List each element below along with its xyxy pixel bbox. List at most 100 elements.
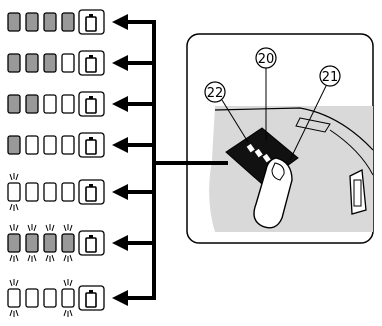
flash-ray	[15, 224, 19, 232]
battery-icon	[85, 237, 97, 253]
flash-ray	[15, 254, 19, 262]
flash-ray	[15, 309, 19, 317]
arrow-head	[112, 184, 128, 200]
indicator-led	[7, 233, 21, 253]
indicator-led	[61, 182, 75, 202]
battery-icon-terminal	[89, 290, 93, 293]
arrow-head	[112, 55, 128, 71]
flash-ray	[15, 203, 19, 211]
arrow-bus	[112, 14, 156, 306]
indicator-led	[25, 135, 39, 155]
callout-21-label: 21	[322, 70, 339, 85]
flash-ray	[33, 224, 37, 232]
indicator-led	[61, 288, 75, 308]
battery-icon-terminal	[89, 235, 93, 238]
battery-row	[7, 279, 105, 317]
callout-22-label: 22	[207, 86, 224, 101]
indicator-led	[43, 53, 57, 73]
flash-ray	[33, 254, 37, 262]
flash-ray	[45, 224, 49, 232]
indicator-led	[7, 94, 21, 114]
battery-row	[7, 224, 105, 262]
indicator-led	[43, 12, 57, 32]
indicator-led	[61, 135, 75, 155]
indicator-led	[7, 135, 21, 155]
indicator-led	[25, 182, 39, 202]
battery-icon-terminal	[89, 55, 93, 58]
battery-icon	[85, 292, 97, 308]
indicator-led	[43, 288, 57, 308]
callout-21-circle	[319, 65, 341, 87]
indicator-led	[61, 233, 75, 253]
flash-ray	[51, 254, 55, 262]
arrow-head	[112, 96, 128, 112]
indicator-led	[7, 53, 21, 73]
battery-row	[7, 50, 105, 76]
flash-ray	[69, 309, 73, 317]
battery-row	[7, 132, 105, 158]
battery-icon	[85, 16, 97, 32]
battery-row	[7, 91, 105, 117]
callout-22-circle	[204, 81, 226, 103]
indicator-led	[25, 53, 39, 73]
battery-icon-terminal	[89, 184, 93, 187]
battery-icon-terminal	[89, 96, 93, 99]
flash-ray	[63, 254, 67, 262]
indicator-led	[7, 288, 21, 308]
indicator-led	[25, 12, 39, 32]
indicator-led	[43, 182, 57, 202]
flash-ray	[63, 279, 67, 287]
flash-ray	[9, 173, 13, 181]
indicator-led	[7, 12, 21, 32]
camera-body	[209, 106, 373, 232]
flash-ray	[51, 224, 55, 232]
eyecup-window	[353, 179, 362, 207]
arrow-head	[112, 235, 128, 251]
indicator-led	[25, 94, 39, 114]
indicator-led	[61, 94, 75, 114]
indicator-led	[43, 94, 57, 114]
indicator-led	[61, 53, 75, 73]
battery-icon	[85, 57, 97, 73]
arrow-head	[112, 14, 128, 30]
flash-ray	[9, 309, 13, 317]
battery-icon-terminal	[89, 14, 93, 17]
arrow-head	[112, 137, 128, 153]
battery-level-rows	[7, 9, 105, 317]
flash-ray	[9, 224, 13, 232]
fingernail	[271, 162, 285, 181]
flash-ray	[15, 279, 19, 287]
indicator-led	[25, 233, 39, 253]
flash-ray	[69, 224, 73, 232]
battery-icon	[85, 186, 97, 202]
flash-ray	[69, 254, 73, 262]
flash-ray	[15, 173, 19, 181]
indicator-led	[25, 288, 39, 308]
flash-ray	[9, 279, 13, 287]
battery-row	[7, 9, 105, 35]
callout-20-label: 20	[258, 52, 275, 67]
callout-22-leader	[221, 99, 249, 143]
camera-top-edge	[214, 107, 374, 151]
indicator-led	[43, 233, 57, 253]
indicator-led	[43, 135, 57, 155]
battery-icon	[85, 98, 97, 114]
flash-ray	[9, 254, 13, 262]
indicator-led	[7, 182, 21, 202]
arrow-head	[112, 290, 128, 306]
camera-detail-inset: 20 21 22	[186, 33, 374, 244]
flash-ray	[63, 224, 67, 232]
battery-icon	[85, 139, 97, 155]
flash-ray	[69, 279, 73, 287]
flash-ray	[27, 224, 31, 232]
viewfinder-ridge	[295, 117, 331, 133]
flash-ray	[27, 254, 31, 262]
flash-ray	[9, 203, 13, 211]
battery-row	[7, 173, 105, 211]
callout-21-leader	[289, 85, 327, 161]
flash-ray	[45, 254, 49, 262]
battery-icon-terminal	[89, 137, 93, 140]
indicator-led	[61, 12, 75, 32]
camera-grip-edge	[329, 129, 374, 176]
